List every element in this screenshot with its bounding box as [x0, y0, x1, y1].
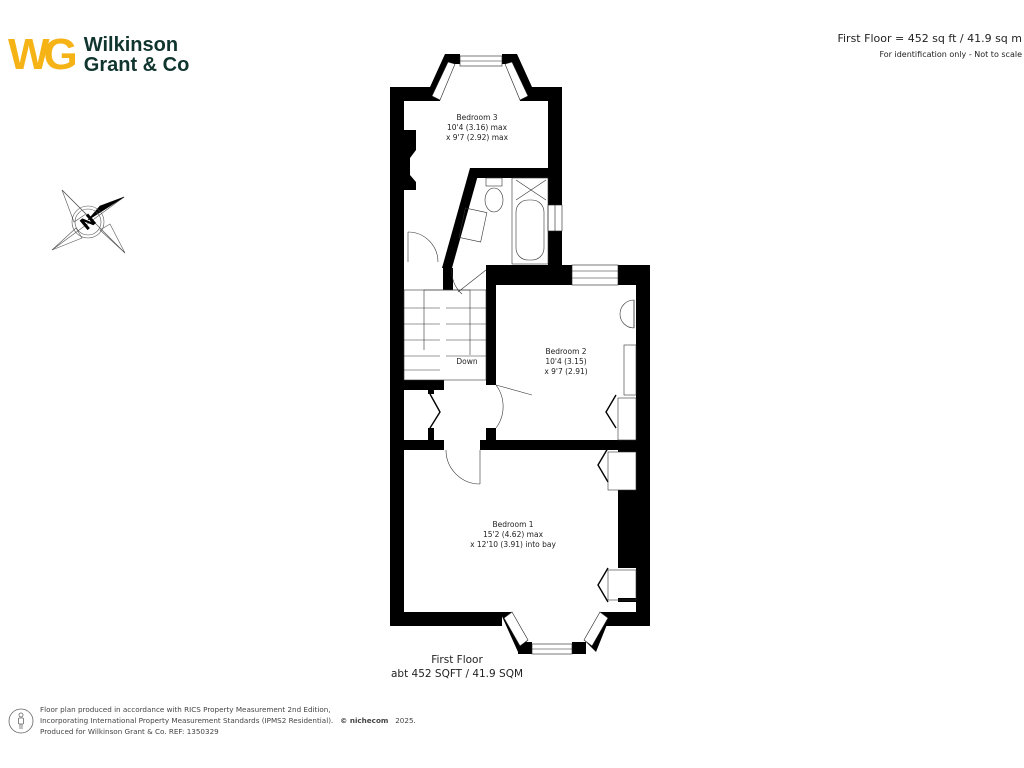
- footer: Floor plan produced in accordance with R…: [8, 704, 416, 737]
- footer-line-1: Floor plan produced in accordance with R…: [40, 705, 331, 714]
- svg-text:Bedroom 3: Bedroom 3: [456, 113, 497, 122]
- person-figure-icon: [8, 708, 34, 733]
- svg-text:x 9'7 (2.91): x 9'7 (2.91): [544, 367, 587, 376]
- compass-rose-icon: N: [51, 189, 126, 254]
- exterior-walls: [390, 54, 650, 654]
- logo-wordmark: Wilkinson Grant & Co: [84, 35, 190, 75]
- fixtures: [403, 177, 637, 603]
- copyright-year: 2025.: [395, 716, 416, 725]
- area-summary-title: First Floor = 452 sq ft / 41.9 sq m: [837, 32, 1022, 45]
- scale-disclaimer: For identification only - Not to scale: [879, 50, 1022, 59]
- logo-mark: WG: [8, 30, 78, 79]
- stairs-label: Down: [456, 357, 477, 366]
- svg-text:x 12'10 (3.91) into bay: x 12'10 (3.91) into bay: [470, 540, 556, 549]
- windows: [431, 55, 619, 655]
- svg-text:Bedroom 2: Bedroom 2: [545, 347, 586, 356]
- room-label-bedroom-3: Bedroom 3 10'4 (3.16) max x 9'7 (2.92) m…: [446, 113, 509, 142]
- footer-line-3: Produced for Wilkinson Grant & Co. REF: …: [40, 727, 219, 736]
- company-logo: WG Wilkinson Grant & Co: [8, 30, 189, 80]
- svg-text:Bedroom 1: Bedroom 1: [492, 520, 533, 529]
- room-label-bedroom-1: Bedroom 1 15'2 (4.62) max x 12'10 (3.91)…: [470, 520, 556, 549]
- logo-line-1: Wilkinson: [83, 34, 179, 56]
- svg-text:10'4 (3.15): 10'4 (3.15): [545, 357, 586, 366]
- area-summary: First Floor = 452 sq ft / 41.9 sq m For …: [837, 32, 1022, 59]
- svg-text:10'4 (3.16) max: 10'4 (3.16) max: [447, 123, 508, 132]
- room-label-bedroom-2: Bedroom 2 10'4 (3.15) x 9'7 (2.91): [544, 347, 587, 376]
- floor-caption: First Floor abt 452 SQFT / 41.9 SQM: [380, 653, 534, 681]
- svg-text:15'2 (4.62) max: 15'2 (4.62) max: [483, 530, 544, 539]
- nichecom-copyright: © nichecom: [340, 716, 389, 725]
- footer-line-2: Incorporating International Property Mea…: [40, 716, 416, 725]
- logo-line-2: Grant & Co: [83, 54, 190, 76]
- svg-text:x 9'7 (2.92) max: x 9'7 (2.92) max: [446, 133, 509, 142]
- floor-area: abt 452 SQFT / 41.9 SQM: [390, 668, 524, 680]
- footer-text: Floor plan produced in accordance with R…: [40, 704, 416, 737]
- floor-name: First Floor: [431, 654, 483, 666]
